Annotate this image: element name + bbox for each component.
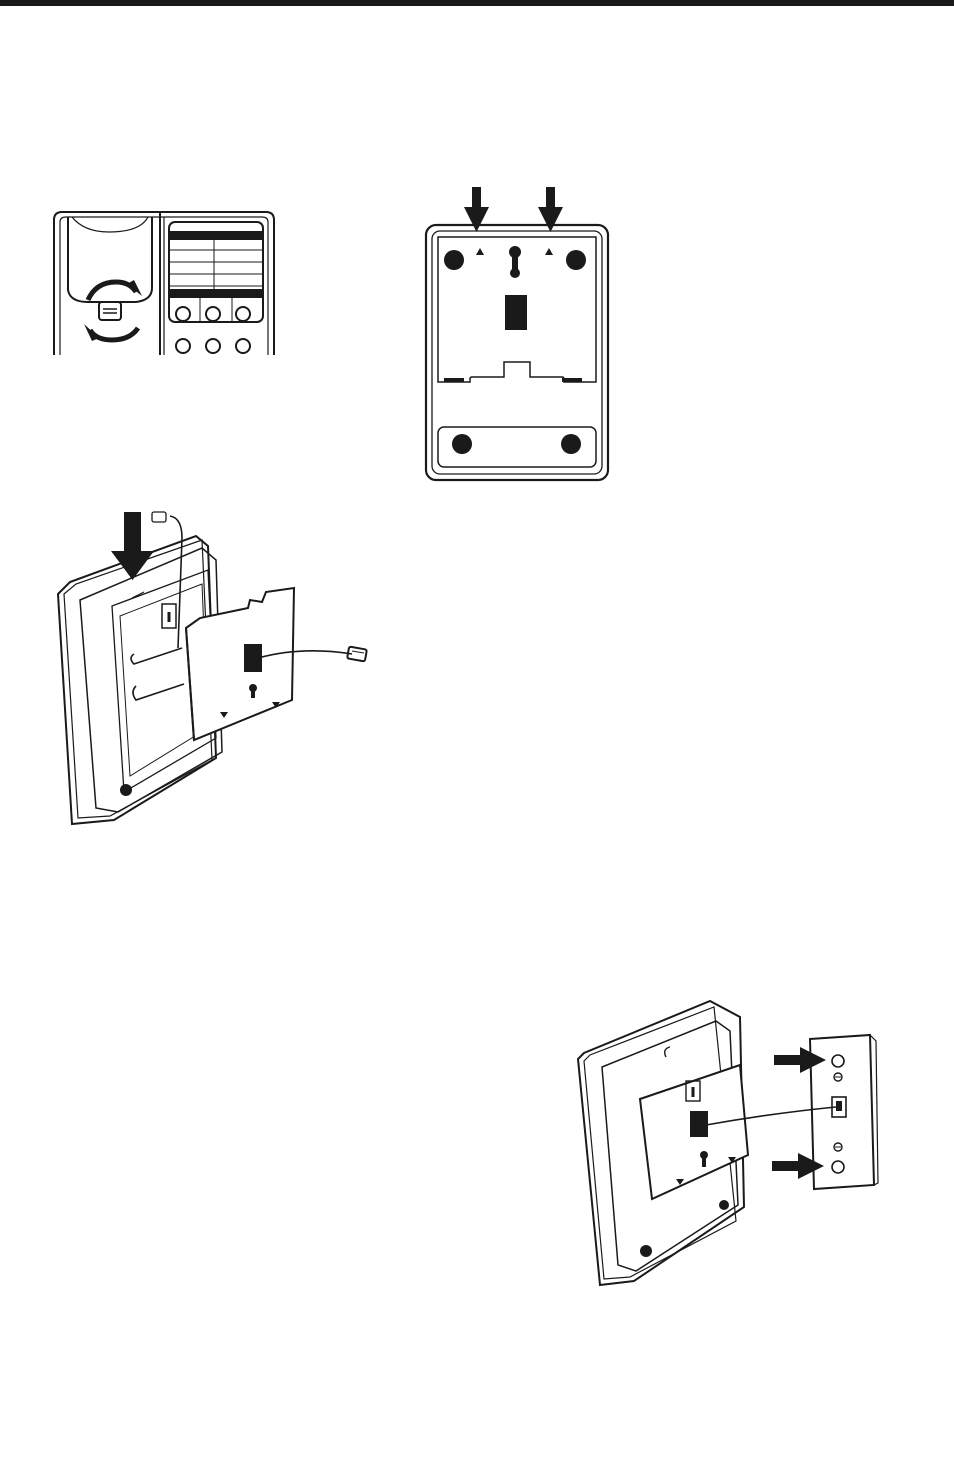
handset-hook-tab-figure: [54, 210, 276, 355]
base-bottom-view-figure: [424, 187, 614, 483]
wall-bracket-attach-figure: [52, 508, 374, 826]
wall-plate-mount-figure: [574, 995, 878, 1287]
top-rule: [0, 0, 954, 6]
